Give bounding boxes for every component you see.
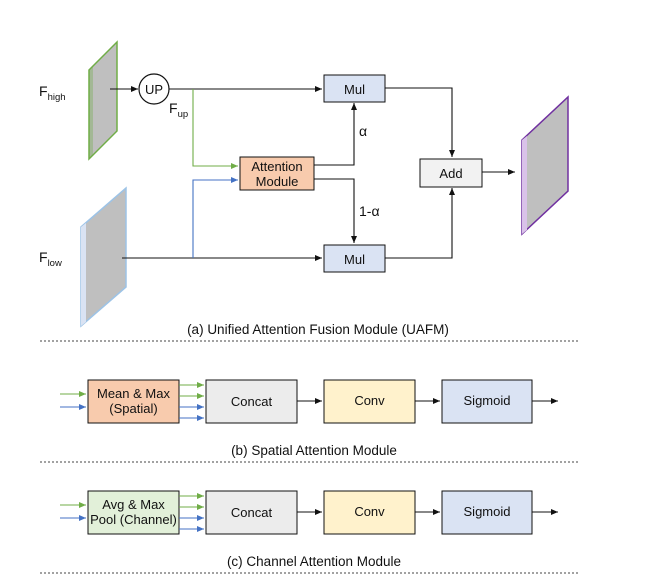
uafm-caption: (a) Unified Attention Fusion Module (UAF… xyxy=(187,322,449,337)
spatial-sigmoid-label: Sigmoid xyxy=(464,393,511,408)
spatial-caption: (b) Spatial Attention Module xyxy=(231,443,397,458)
arrow-fup-to-attention xyxy=(192,89,238,169)
arrow-mul-top-to-add xyxy=(385,87,455,157)
channel-pool-line1: Avg & Max xyxy=(102,497,165,512)
channel-concat-label: Concat xyxy=(231,505,273,520)
channel-pool-line2: Pool (Channel) xyxy=(90,512,177,527)
spatial-pool-line1: Mean & Max xyxy=(97,386,170,401)
channel-sigmoid-label: Sigmoid xyxy=(464,504,511,519)
attention-module-line2: Module xyxy=(256,174,299,189)
spatial-conv-box: Conv xyxy=(323,379,416,424)
mul-bottom-box: Mul xyxy=(323,244,386,273)
spatial-concat-label: Concat xyxy=(231,394,273,409)
channel-pool-box: Avg & Max Pool (Channel) xyxy=(87,490,180,535)
channel-inputs xyxy=(60,502,86,521)
channel-conv-box: Conv xyxy=(323,490,416,535)
up-label: UP xyxy=(145,82,163,97)
f-high-label: Fhigh xyxy=(39,83,66,103)
mul-bottom-label: Mul xyxy=(344,252,365,267)
channel-four-arrows xyxy=(179,493,204,532)
f-low-label: Flow xyxy=(39,249,62,269)
f-up-label: Fup xyxy=(169,100,188,120)
channel-concat-box: Concat xyxy=(205,490,298,535)
channel-sigmoid-box: Sigmoid xyxy=(441,490,533,535)
arrow-alpha xyxy=(314,103,357,166)
add-box: Add xyxy=(419,158,483,188)
output-feature-map xyxy=(521,95,569,236)
add-label: Add xyxy=(439,166,462,181)
attention-module-line1: Attention xyxy=(251,159,302,174)
arrow-flow-to-attention xyxy=(192,177,238,258)
mul-top-box: Mul xyxy=(323,74,386,103)
upsample-node: UP xyxy=(138,73,170,105)
arrow-mul-bottom-to-add xyxy=(385,188,455,259)
spatial-inputs xyxy=(60,391,86,410)
channel-conv-label: Conv xyxy=(354,504,385,519)
spatial-concat-box: Concat xyxy=(205,379,298,424)
spatial-pool-line2: (Spatial) xyxy=(109,401,157,416)
one-minus-alpha-label: 1-α xyxy=(359,203,380,219)
f-low-feature-map xyxy=(80,186,127,328)
mul-top-label: Mul xyxy=(344,82,365,97)
arrow-one-minus-alpha xyxy=(314,178,357,243)
spatial-four-arrows xyxy=(179,382,204,421)
f-high-feature-map xyxy=(88,40,118,161)
channel-caption: (c) Channel Attention Module xyxy=(227,554,401,569)
spatial-conv-label: Conv xyxy=(354,393,385,408)
spatial-pool-box: Mean & Max (Spatial) xyxy=(87,379,180,424)
attention-module-box: Attention Module xyxy=(239,156,315,191)
spatial-sigmoid-box: Sigmoid xyxy=(441,379,533,424)
alpha-label: α xyxy=(359,123,367,139)
